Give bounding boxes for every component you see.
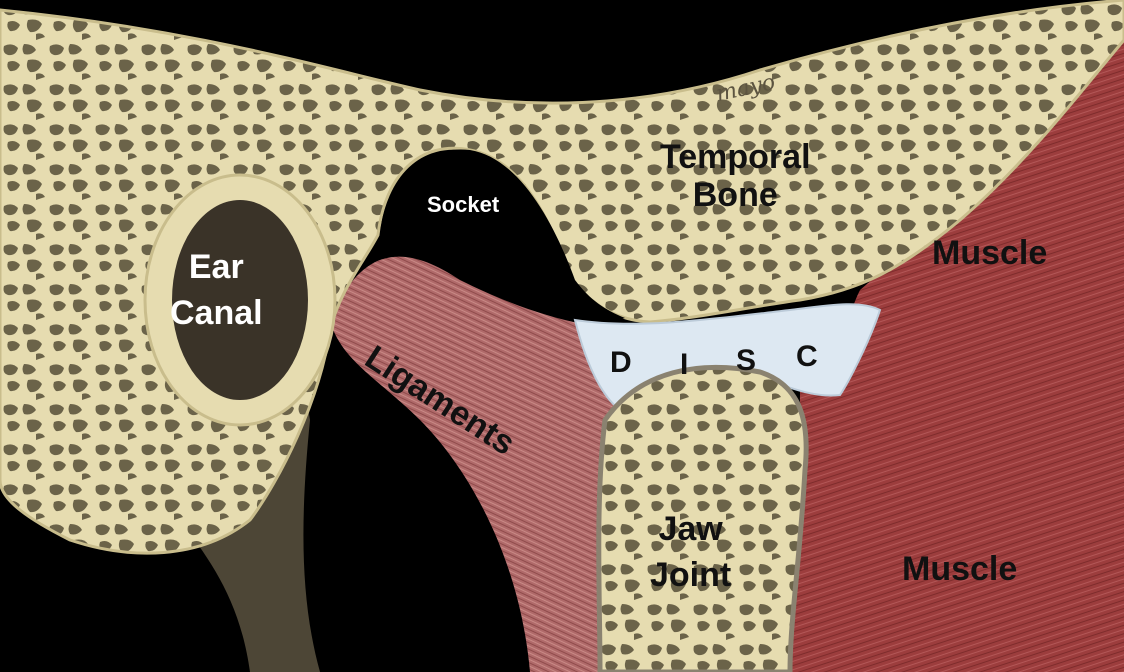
jaw-joint-label-line1: Jaw [658,510,723,548]
muscle-upper-label: Muscle [932,234,1048,272]
disc-letter-d: D [610,346,632,379]
disc-label: D I S C [610,342,830,382]
disc-letter-s: S [736,344,757,377]
jaw-joint-label-line2: Joint [650,556,732,594]
disc-letter-i: I [680,348,689,381]
muscle-lower-shape [780,338,1124,672]
temporal-bone-shape [0,0,1124,555]
temporal-bone-label-line2: Bone [692,176,778,214]
ligament-shape [330,256,660,672]
temporal-bone-label: Temporal Bone [660,140,811,212]
muscle-lower-label: Muscle [902,550,1018,588]
socket-label: Socket [427,192,500,217]
ear-canal-label-line1: Ear [188,248,244,286]
jaw-joint-label: Jaw Joint [650,512,731,592]
socket-cavity [380,149,625,321]
temporal-bone-label-line1: Temporal [660,138,811,176]
ear-canal-label-line2: Canal [170,294,263,332]
jaw-joint-shape [596,364,809,672]
ear-canal-label: Ear Canal [170,250,263,330]
disc-letter-c: C [796,340,818,373]
ear-canal-interior [172,200,308,400]
